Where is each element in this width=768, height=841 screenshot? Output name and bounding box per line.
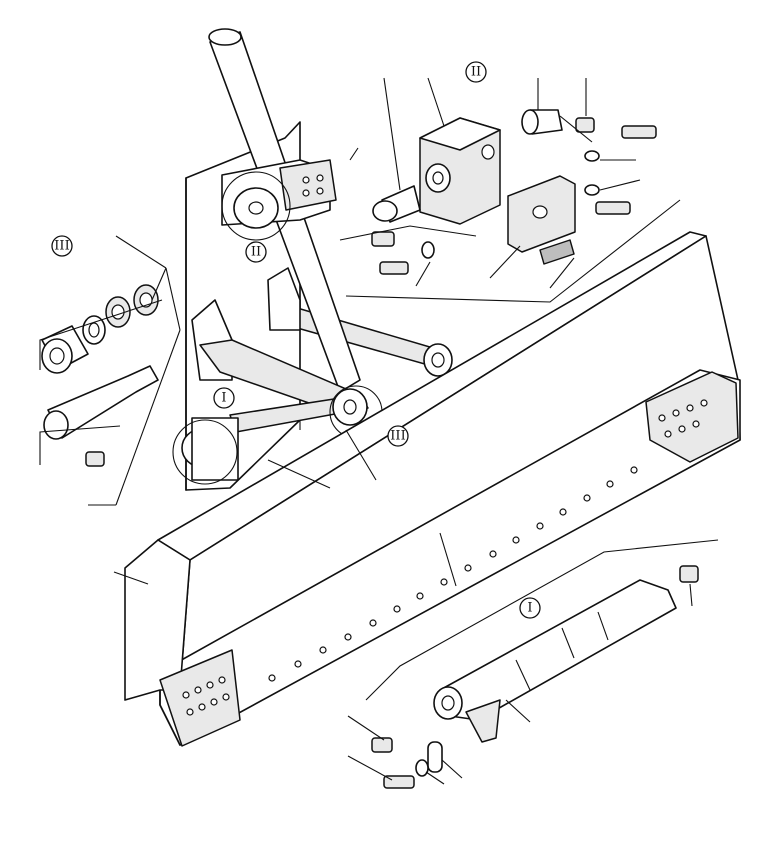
- detail-II-parts: [339, 77, 681, 303]
- main-leader-lines: [113, 429, 377, 585]
- callout-II-frame: II: [245, 241, 267, 263]
- upper-cylinder-bracket: [221, 159, 337, 229]
- callout-I-lower: I: [519, 597, 541, 619]
- detail-III-parts: [39, 235, 181, 506]
- callout-III-left: III: [51, 235, 73, 257]
- svg-text:I: I: [221, 391, 226, 406]
- end-bit-bolts-right: [658, 399, 708, 438]
- callout-I-frame: I: [213, 387, 235, 409]
- svg-text:III: III: [390, 429, 405, 444]
- callout-III-frame: III: [387, 425, 409, 447]
- callout-II-top: II: [465, 61, 487, 83]
- svg-text:II: II: [251, 245, 261, 260]
- svg-text:II: II: [471, 65, 481, 80]
- dozer-blade: [124, 231, 741, 747]
- end-bit-bolts-left: [182, 676, 230, 716]
- svg-text:I: I: [527, 601, 532, 616]
- lower-push-arms: [181, 267, 369, 481]
- svg-text:III: III: [54, 239, 69, 254]
- detail-I-parts: [347, 539, 719, 789]
- cutting-edge-bolt-holes: [268, 466, 638, 682]
